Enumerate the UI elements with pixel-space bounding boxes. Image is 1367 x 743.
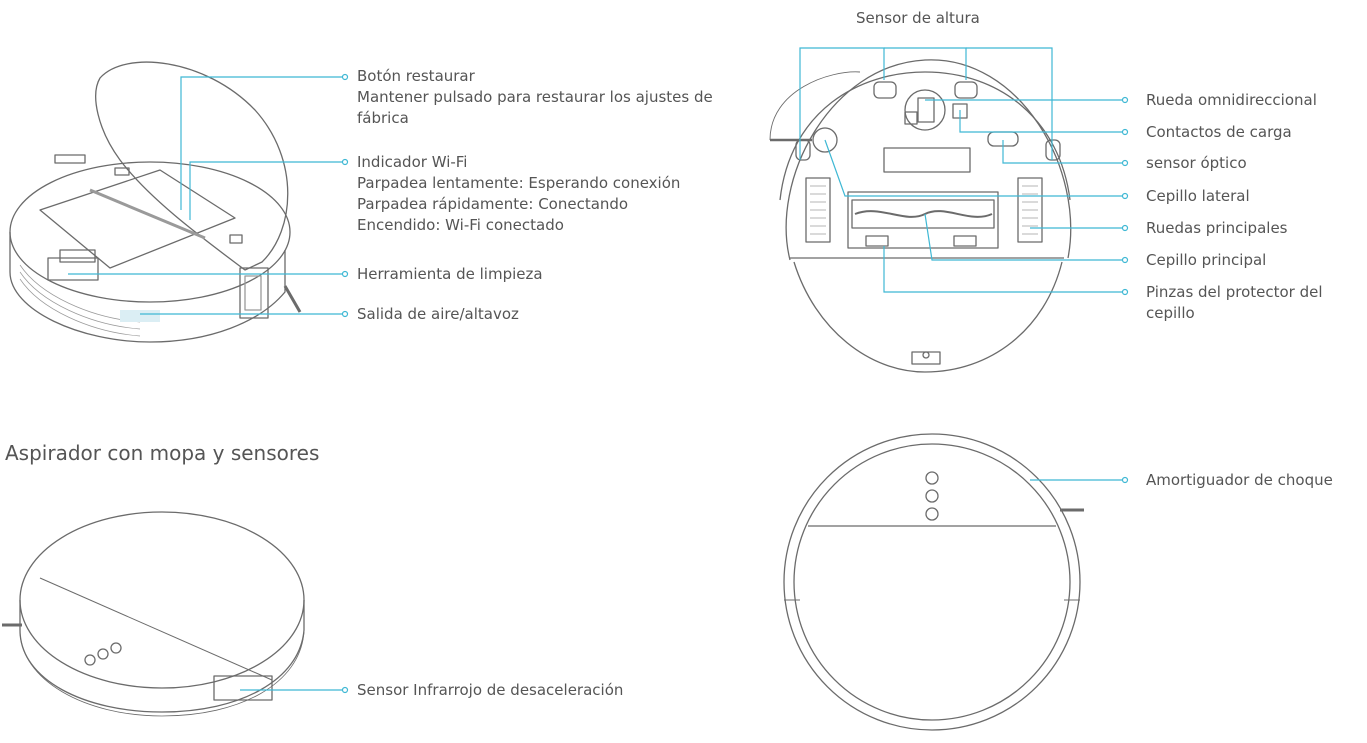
robot-bottom-view-illustration [769, 59, 1072, 373]
robot-lid-open-illustration [9, 61, 302, 343]
label-indicador-wifi: Indicador Wi-Fi Parpadea lentamente: Esp… [357, 152, 680, 236]
section-heading: Aspirador con mopa y sensores [5, 441, 320, 465]
label-herramienta: Herramienta de limpieza [357, 265, 543, 283]
label-sensor-altura: Sensor de altura [856, 9, 980, 27]
label-contactos: Contactos de carga [1146, 123, 1292, 141]
label-amortiguador: Amortiguador de choque [1146, 471, 1333, 489]
robot-top-view-illustration [783, 433, 1084, 731]
label-pinzas: Pinzas del protector del cepillo [1146, 282, 1323, 324]
label-line: Indicador Wi-Fi [357, 153, 468, 171]
label-line: Pinzas del protector del [1146, 283, 1323, 301]
label-boton-restaurar: Botón restaurar Mantener pulsado para re… [357, 66, 713, 129]
callout-lines [68, 47, 1123, 691]
label-line: Parpadea rápidamente: Conectando [357, 195, 629, 213]
label-cepillo-lateral: Cepillo lateral [1146, 187, 1250, 205]
label-line: fábrica [357, 109, 409, 127]
label-cepillo-principal: Cepillo principal [1146, 251, 1267, 269]
label-sensor-infrarrojo: Sensor Infrarrojo de desaceleración [357, 681, 624, 699]
label-line: Parpadea lentamente: Esperando conexión [357, 174, 681, 192]
robot-isometric-illustration [2, 511, 305, 717]
label-line: cepillo [1146, 304, 1195, 322]
label-ruedas-principales: Ruedas principales [1146, 219, 1288, 237]
label-rueda-omni: Rueda omnidireccional [1146, 91, 1317, 109]
label-sensor-optico: sensor óptico [1146, 154, 1247, 172]
label-salida-aire: Salida de aire/altavoz [357, 305, 519, 323]
label-line: Botón restaurar [357, 67, 475, 85]
label-line: Mantener pulsado para restaurar los ajus… [357, 88, 713, 106]
callout-dots [341, 73, 1129, 694]
label-line: Encendido: Wi-Fi conectado [357, 216, 564, 234]
